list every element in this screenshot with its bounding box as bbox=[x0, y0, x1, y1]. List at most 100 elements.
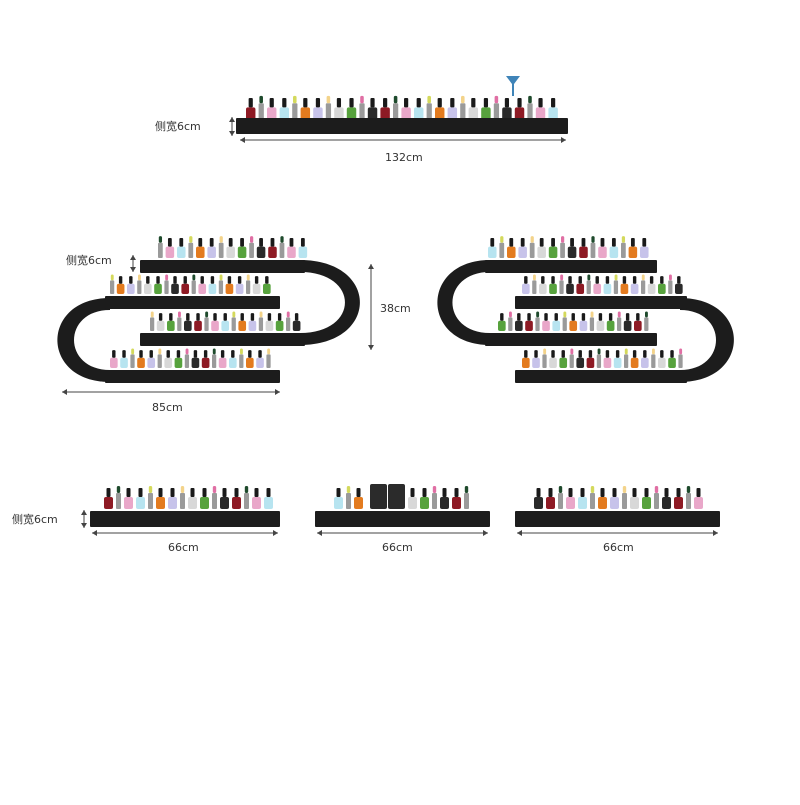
bottle-cap bbox=[611, 238, 616, 247]
lipstick-case bbox=[589, 317, 595, 331]
lipstick-case bbox=[188, 242, 194, 258]
bottle-body bbox=[401, 107, 411, 120]
bottle-body bbox=[267, 107, 277, 120]
lipstick-tip bbox=[165, 274, 169, 281]
lipstick-case bbox=[325, 103, 332, 120]
nail-polish-bottle-icon bbox=[658, 276, 666, 294]
bottle-body bbox=[576, 283, 585, 294]
bottle-body bbox=[225, 283, 234, 294]
lipstick-case bbox=[586, 280, 591, 294]
bottle-cap bbox=[598, 313, 603, 321]
bottle-cap bbox=[483, 97, 489, 108]
bottle-cap bbox=[454, 488, 459, 497]
bottle-body bbox=[313, 107, 323, 120]
bottle-body bbox=[104, 497, 113, 509]
arrow-down-icon bbox=[81, 523, 87, 528]
nail-polish-bottle-icon bbox=[298, 238, 308, 258]
lipstick-icon bbox=[204, 311, 209, 331]
bottle-body bbox=[598, 246, 607, 258]
bottle-body bbox=[674, 497, 683, 509]
lipstick-case bbox=[204, 317, 209, 331]
bottle-body bbox=[549, 283, 557, 294]
bottle-body bbox=[265, 320, 274, 331]
lipstick-case bbox=[266, 354, 271, 368]
bottle-cap bbox=[541, 276, 545, 284]
nail-polish-bottle-icon bbox=[154, 276, 162, 294]
bottom-shelf-3 bbox=[515, 511, 720, 527]
nail-polish-bottle-icon bbox=[598, 488, 607, 509]
bottle-body bbox=[220, 497, 229, 509]
lipstick-tip bbox=[212, 486, 217, 493]
nail-polish-bottle-icon bbox=[507, 238, 516, 258]
bottle-cap bbox=[300, 238, 305, 247]
lipstick-tip bbox=[652, 348, 655, 355]
nail-polish-bottle-icon bbox=[221, 313, 230, 331]
nail-polish-bottle-icon bbox=[630, 276, 639, 294]
arrow-left-icon bbox=[240, 137, 245, 143]
bottle-cap bbox=[660, 276, 664, 284]
nail-polish-bottle-icon bbox=[548, 238, 558, 258]
bottle-body bbox=[110, 357, 118, 368]
nail-polish-bottle-icon bbox=[539, 276, 547, 294]
bottle-cap bbox=[644, 488, 649, 497]
lipstick-tip bbox=[624, 348, 628, 355]
lipstick-case bbox=[184, 354, 190, 368]
bottle-cap bbox=[234, 488, 239, 497]
nail-polish-bottle-icon bbox=[380, 97, 390, 120]
bottle-body bbox=[447, 107, 458, 120]
nail-polish-bottle-icon bbox=[634, 313, 642, 331]
bottle-body bbox=[198, 283, 207, 294]
lipstick-case bbox=[558, 493, 563, 509]
bottle-body bbox=[420, 497, 429, 509]
bottle-body bbox=[609, 246, 619, 258]
bottle-cap bbox=[270, 238, 275, 247]
lipstick-icon bbox=[460, 95, 466, 120]
lipstick-tip bbox=[641, 274, 645, 281]
bottle-cap bbox=[536, 488, 541, 497]
lipstick-icon bbox=[621, 236, 626, 258]
lipstick-icon bbox=[586, 274, 591, 294]
left-unit-left-curve bbox=[57, 298, 110, 382]
nail-polish-bottle-icon bbox=[647, 276, 656, 294]
bottle-cap bbox=[254, 276, 259, 284]
lipstick-case bbox=[493, 103, 500, 120]
bottle-body bbox=[630, 497, 639, 509]
bottle-cap bbox=[437, 97, 442, 108]
lipstick-case bbox=[244, 493, 249, 509]
bottle-body bbox=[238, 320, 247, 331]
nail-polish-bottle-icon bbox=[559, 350, 568, 368]
lipstick-tip bbox=[150, 311, 154, 318]
lipstick-icon bbox=[150, 311, 155, 331]
bottle-body bbox=[292, 320, 301, 331]
bottom-shelf-2 bbox=[315, 511, 490, 527]
bottle-cap bbox=[578, 276, 582, 284]
bottle-body bbox=[171, 283, 179, 294]
bottle-body bbox=[548, 107, 558, 120]
lipstick-tip bbox=[669, 274, 672, 281]
left-unit-right-curve bbox=[300, 260, 360, 345]
bottle-body bbox=[408, 497, 417, 509]
lipstick-tip bbox=[528, 95, 532, 104]
lipstick-case bbox=[359, 103, 365, 120]
lipstick-case bbox=[249, 242, 254, 258]
lipstick-case bbox=[644, 317, 649, 331]
bottle-cap bbox=[524, 350, 528, 358]
nail-polish-bottle-icon bbox=[196, 238, 205, 258]
lipstick-tip bbox=[244, 486, 249, 493]
bottle-body bbox=[559, 357, 568, 368]
lipstick-tip bbox=[286, 311, 290, 318]
bottle-cap bbox=[643, 350, 647, 358]
right-unit-tier-1 bbox=[485, 260, 657, 273]
bottle-body bbox=[181, 283, 190, 294]
nail-polish-bottle-icon bbox=[181, 276, 190, 294]
nail-polish-bottle-icon bbox=[116, 276, 125, 294]
lipstick-icon bbox=[668, 274, 673, 294]
lipstick-tip bbox=[240, 348, 243, 355]
bottle-body bbox=[165, 246, 175, 258]
arrow-right-icon bbox=[561, 137, 566, 143]
lipstick-case bbox=[569, 354, 574, 368]
lipstick-icon bbox=[529, 236, 535, 258]
bottle-cap bbox=[203, 350, 208, 358]
